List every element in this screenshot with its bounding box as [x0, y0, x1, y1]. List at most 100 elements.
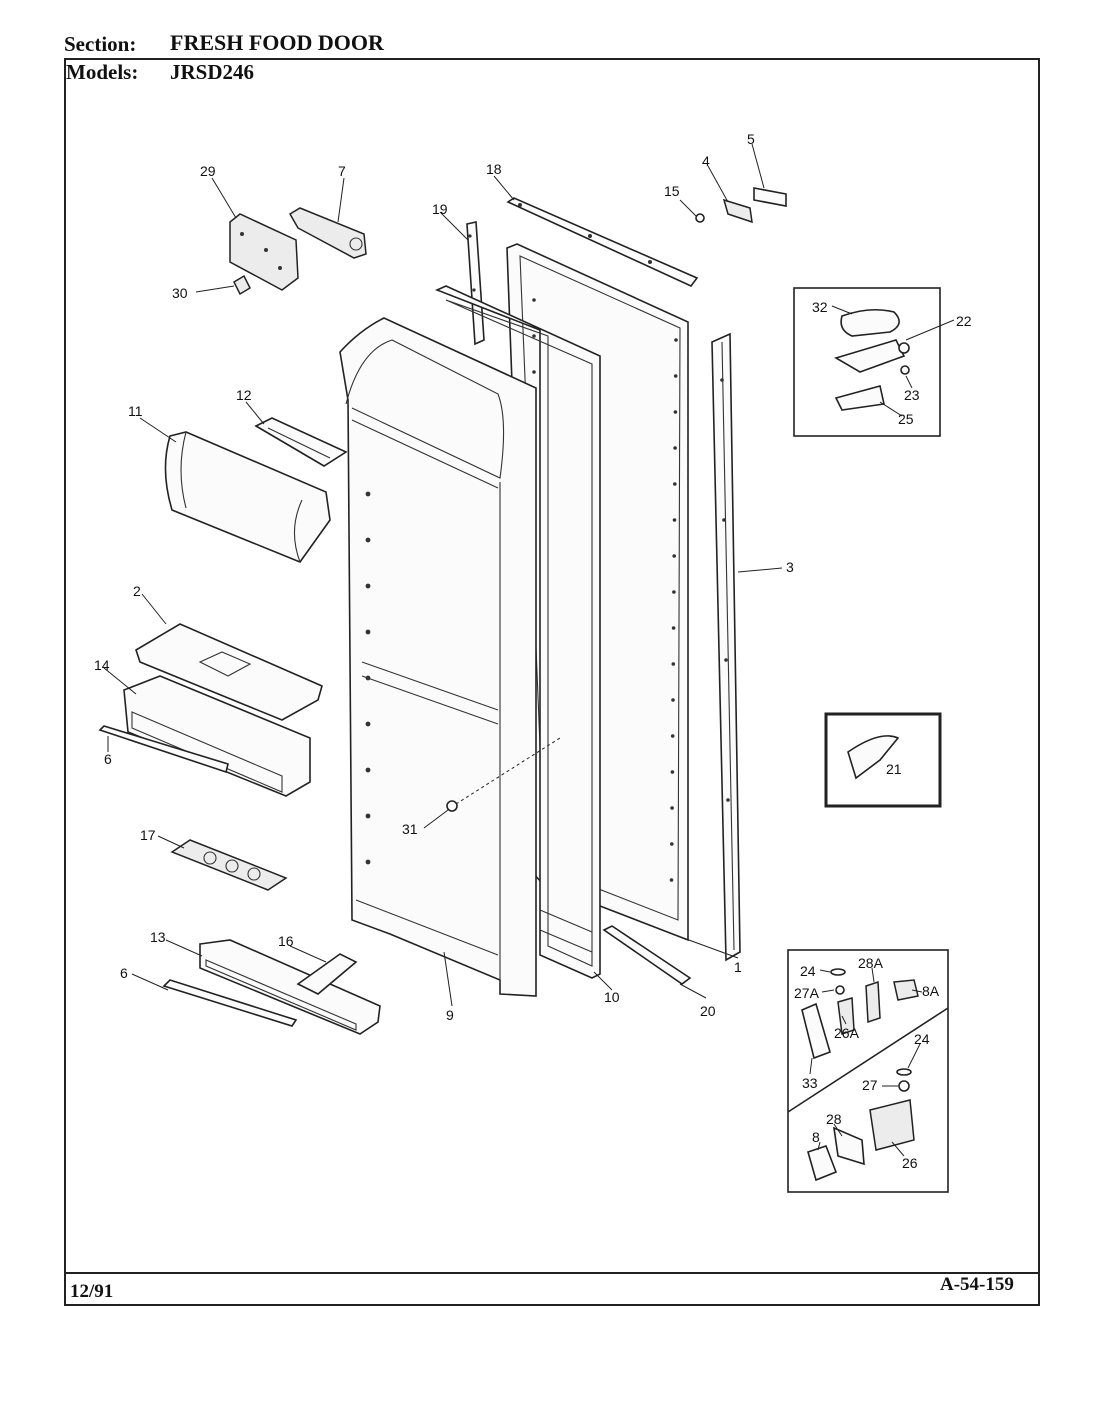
callout-1: 1	[734, 959, 742, 975]
callout-14: 14	[94, 657, 110, 673]
part-13-door-shelf	[199, 939, 381, 1035]
liner-hole	[365, 537, 371, 543]
callout-2: 2	[133, 583, 141, 599]
callout-21: 21	[886, 761, 902, 777]
callout-22: 22	[956, 313, 972, 329]
callout-8A: 8A	[922, 983, 940, 999]
panel-hole	[671, 662, 676, 666]
callout-11: 11	[128, 403, 143, 419]
callout-7: 7	[338, 163, 346, 179]
callout-27A: 27A	[794, 985, 820, 1001]
callout-6-lower: 6	[120, 965, 128, 981]
callout-26A: 26A	[834, 1025, 860, 1041]
callout-26: 26	[902, 1155, 918, 1171]
part-18-top-strip	[506, 197, 699, 287]
inset-part-21	[824, 712, 942, 808]
part-19-vertical-strip	[466, 221, 485, 346]
liner-hole	[365, 767, 371, 773]
part-9-inner-door-liner	[339, 317, 537, 997]
part-3-vertical-channel	[711, 332, 741, 962]
callout-9: 9	[446, 1007, 454, 1023]
callout-30: 30	[172, 285, 188, 301]
panel-hole	[532, 334, 536, 338]
footer-date: 12/91	[70, 1281, 114, 1302]
liner-hole	[365, 491, 371, 497]
models-label: Models:	[66, 60, 139, 84]
panel-hole	[671, 698, 675, 702]
part-14-dairy-bin	[123, 675, 311, 797]
footer-divider	[64, 1272, 1040, 1274]
liner-hole	[365, 721, 371, 727]
callout-13: 13	[150, 929, 166, 945]
liner-hole	[365, 583, 371, 589]
callout-12: 12	[236, 387, 252, 403]
callout-28A: 28A	[858, 955, 884, 971]
part-2-dairy-lid	[135, 623, 323, 721]
panel-hole	[671, 626, 676, 630]
section-label: Section:	[64, 32, 137, 56]
panel-hole	[673, 482, 677, 486]
part-5-bumper	[753, 187, 787, 207]
callout-31: 31	[402, 821, 418, 837]
models-value: JRSD246	[170, 60, 255, 84]
section-title: FRESH FOOD DOOR	[170, 30, 384, 55]
part-20-bottom-strip	[602, 925, 692, 985]
callout-5: 5	[747, 131, 755, 147]
callout-19: 19	[432, 201, 448, 217]
diagram-frame	[64, 58, 1040, 1306]
callout-6-upper: 6	[104, 751, 112, 767]
callout-20: 20	[700, 1003, 716, 1019]
callout-28: 28	[826, 1111, 842, 1127]
part-10-door-gasket	[434, 285, 601, 979]
panel-hole	[532, 298, 536, 302]
panel-hole	[673, 446, 677, 450]
part-11-dairy-door	[164, 431, 331, 563]
panel-hole	[670, 770, 675, 774]
panel-hole	[674, 338, 678, 342]
part-4-bracket	[722, 198, 753, 224]
part-30-clip	[233, 274, 251, 296]
panel-hole	[672, 590, 676, 594]
callout-24-upper: 24	[800, 963, 816, 979]
liner-hole	[365, 675, 371, 681]
callout-23: 23	[904, 387, 920, 403]
panel-hole	[670, 842, 674, 846]
part-17-divider	[170, 839, 288, 891]
part-15-screw	[695, 213, 705, 223]
callout-16: 16	[278, 933, 294, 949]
callout-labels: 29 7 30 18 19 15 4 5 12 11 2 14 6 17 13 …	[94, 131, 972, 1171]
part-6-trim-strip-lower	[162, 979, 298, 1027]
inset-hinge-parts	[787, 949, 949, 1193]
part-7-top-hinge	[288, 207, 367, 259]
liner-hole	[365, 629, 371, 635]
callout-10: 10	[604, 989, 620, 1005]
part-31-screw	[446, 737, 561, 812]
callout-29: 29	[200, 163, 216, 179]
panel-hole	[670, 806, 674, 810]
callout-4: 4	[702, 153, 710, 169]
panel-hole	[532, 370, 536, 374]
callout-27: 27	[862, 1077, 878, 1093]
part-6-trim-strip-upper	[98, 725, 229, 774]
callout-32: 32	[812, 299, 828, 315]
panel-hole	[669, 878, 674, 882]
callout-24-lower: 24	[914, 1031, 930, 1047]
callout-17: 17	[140, 827, 156, 843]
part-12-cover	[254, 417, 348, 467]
panel-hole	[670, 734, 675, 738]
inset-handle-parts	[793, 287, 941, 437]
part-29-hinge-bracket	[229, 213, 299, 291]
footer-doc-number: A-54-159	[940, 1274, 1014, 1295]
part-16-shelf-end	[296, 953, 358, 995]
callout-3: 3	[786, 559, 794, 575]
callout-8: 8	[812, 1129, 820, 1145]
callout-33: 33	[802, 1075, 818, 1091]
callout-18: 18	[486, 161, 502, 177]
panel-hole	[672, 518, 677, 522]
panel-hole	[673, 410, 678, 414]
panel-hole	[673, 374, 678, 378]
callout-25: 25	[898, 411, 914, 427]
leader-lines	[103, 143, 955, 1157]
liner-hole	[365, 813, 371, 819]
callout-15: 15	[664, 183, 680, 199]
